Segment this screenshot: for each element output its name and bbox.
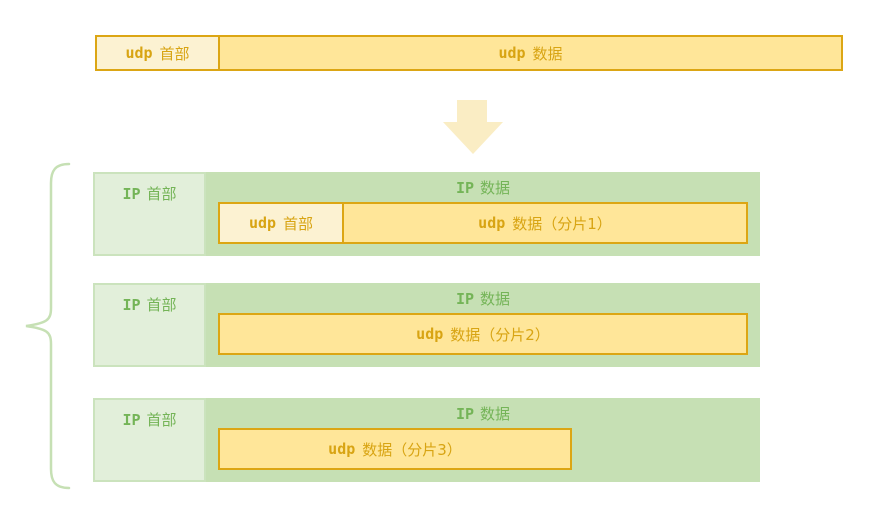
- ip-data-label-latin: IP: [455, 179, 475, 197]
- ip-header-cell: IP 首部: [93, 398, 206, 482]
- ip-header-label-cjk: 首部: [146, 185, 177, 203]
- fragment-data-label-cjk: 数据（分片1）: [512, 214, 612, 233]
- udp-fragment-bar-2: udp 数据（分片2）: [218, 313, 748, 355]
- ip-data-label-cjk: 数据: [480, 290, 511, 308]
- fragment-header-cell: udp 首部: [220, 204, 344, 242]
- udp-header-label: udp: [125, 44, 153, 62]
- fragment-data-label: udp: [478, 214, 506, 232]
- ip-packet-2: IP 首部 IP 数据 udp 数据（分片2）: [93, 283, 760, 367]
- ip-header-cell: IP 首部: [93, 172, 206, 256]
- ip-header-label: IP: [122, 296, 141, 314]
- ip-header-cell: IP 首部: [93, 283, 206, 367]
- fragment-data-label: udp: [328, 440, 356, 458]
- ip-data-area: IP 数据 udp 首部 udp 数据（分片1）: [206, 172, 760, 256]
- ip-header-label-cjk: 首部: [146, 296, 177, 314]
- ip-data-label-latin: IP: [455, 405, 475, 423]
- fragment-header-label-cjk: 首部: [283, 214, 314, 233]
- ip-header-label: IP: [122, 185, 141, 203]
- ip-data-label: IP 数据: [206, 288, 760, 309]
- udp-data-label: udp: [498, 44, 526, 62]
- fragment-header-label: udp: [248, 214, 277, 232]
- udp-data-label-cjk: 数据: [532, 44, 563, 63]
- fragment-data-cell: udp 数据（分片2）: [220, 315, 746, 353]
- ip-data-label: IP 数据: [206, 177, 760, 198]
- fragment-data-cell: udp 数据（分片3）: [220, 430, 570, 468]
- udp-header-cell: udp 首部: [97, 37, 220, 69]
- ip-header-label: IP: [122, 411, 141, 429]
- ip-packet-1: IP 首部 IP 数据 udp 首部 udp 数据（分片1）: [93, 172, 760, 256]
- fragment-data-label-cjk: 数据（分片3）: [362, 440, 462, 459]
- ip-data-label-cjk: 数据: [480, 179, 511, 197]
- fragment-data-label: udp: [416, 325, 444, 343]
- udp-fragment-bar-1: udp 首部 udp 数据（分片1）: [218, 202, 748, 244]
- ip-data-label-cjk: 数据: [480, 405, 511, 423]
- udp-header-label-cjk: 首部: [159, 44, 190, 63]
- udp-datagram-bar: udp 首部 udp 数据: [95, 35, 843, 71]
- ip-header-label-cjk: 首部: [146, 411, 177, 429]
- ip-data-label: IP 数据: [206, 403, 760, 424]
- ip-data-area: IP 数据 udp 数据（分片2）: [206, 283, 760, 367]
- fragment-data-cell: udp 数据（分片1）: [344, 204, 746, 242]
- udp-data-cell: udp 数据: [220, 37, 841, 69]
- down-arrow-icon: [443, 100, 503, 154]
- ip-data-label-latin: IP: [455, 290, 475, 308]
- udp-fragment-bar-3: udp 数据（分片3）: [218, 428, 572, 470]
- left-brace-icon: [25, 162, 71, 490]
- ip-data-area: IP 数据 udp 数据（分片3）: [206, 398, 760, 482]
- fragment-data-label-cjk: 数据（分片2）: [450, 325, 550, 344]
- ip-packet-3: IP 首部 IP 数据 udp 数据（分片3）: [93, 398, 760, 482]
